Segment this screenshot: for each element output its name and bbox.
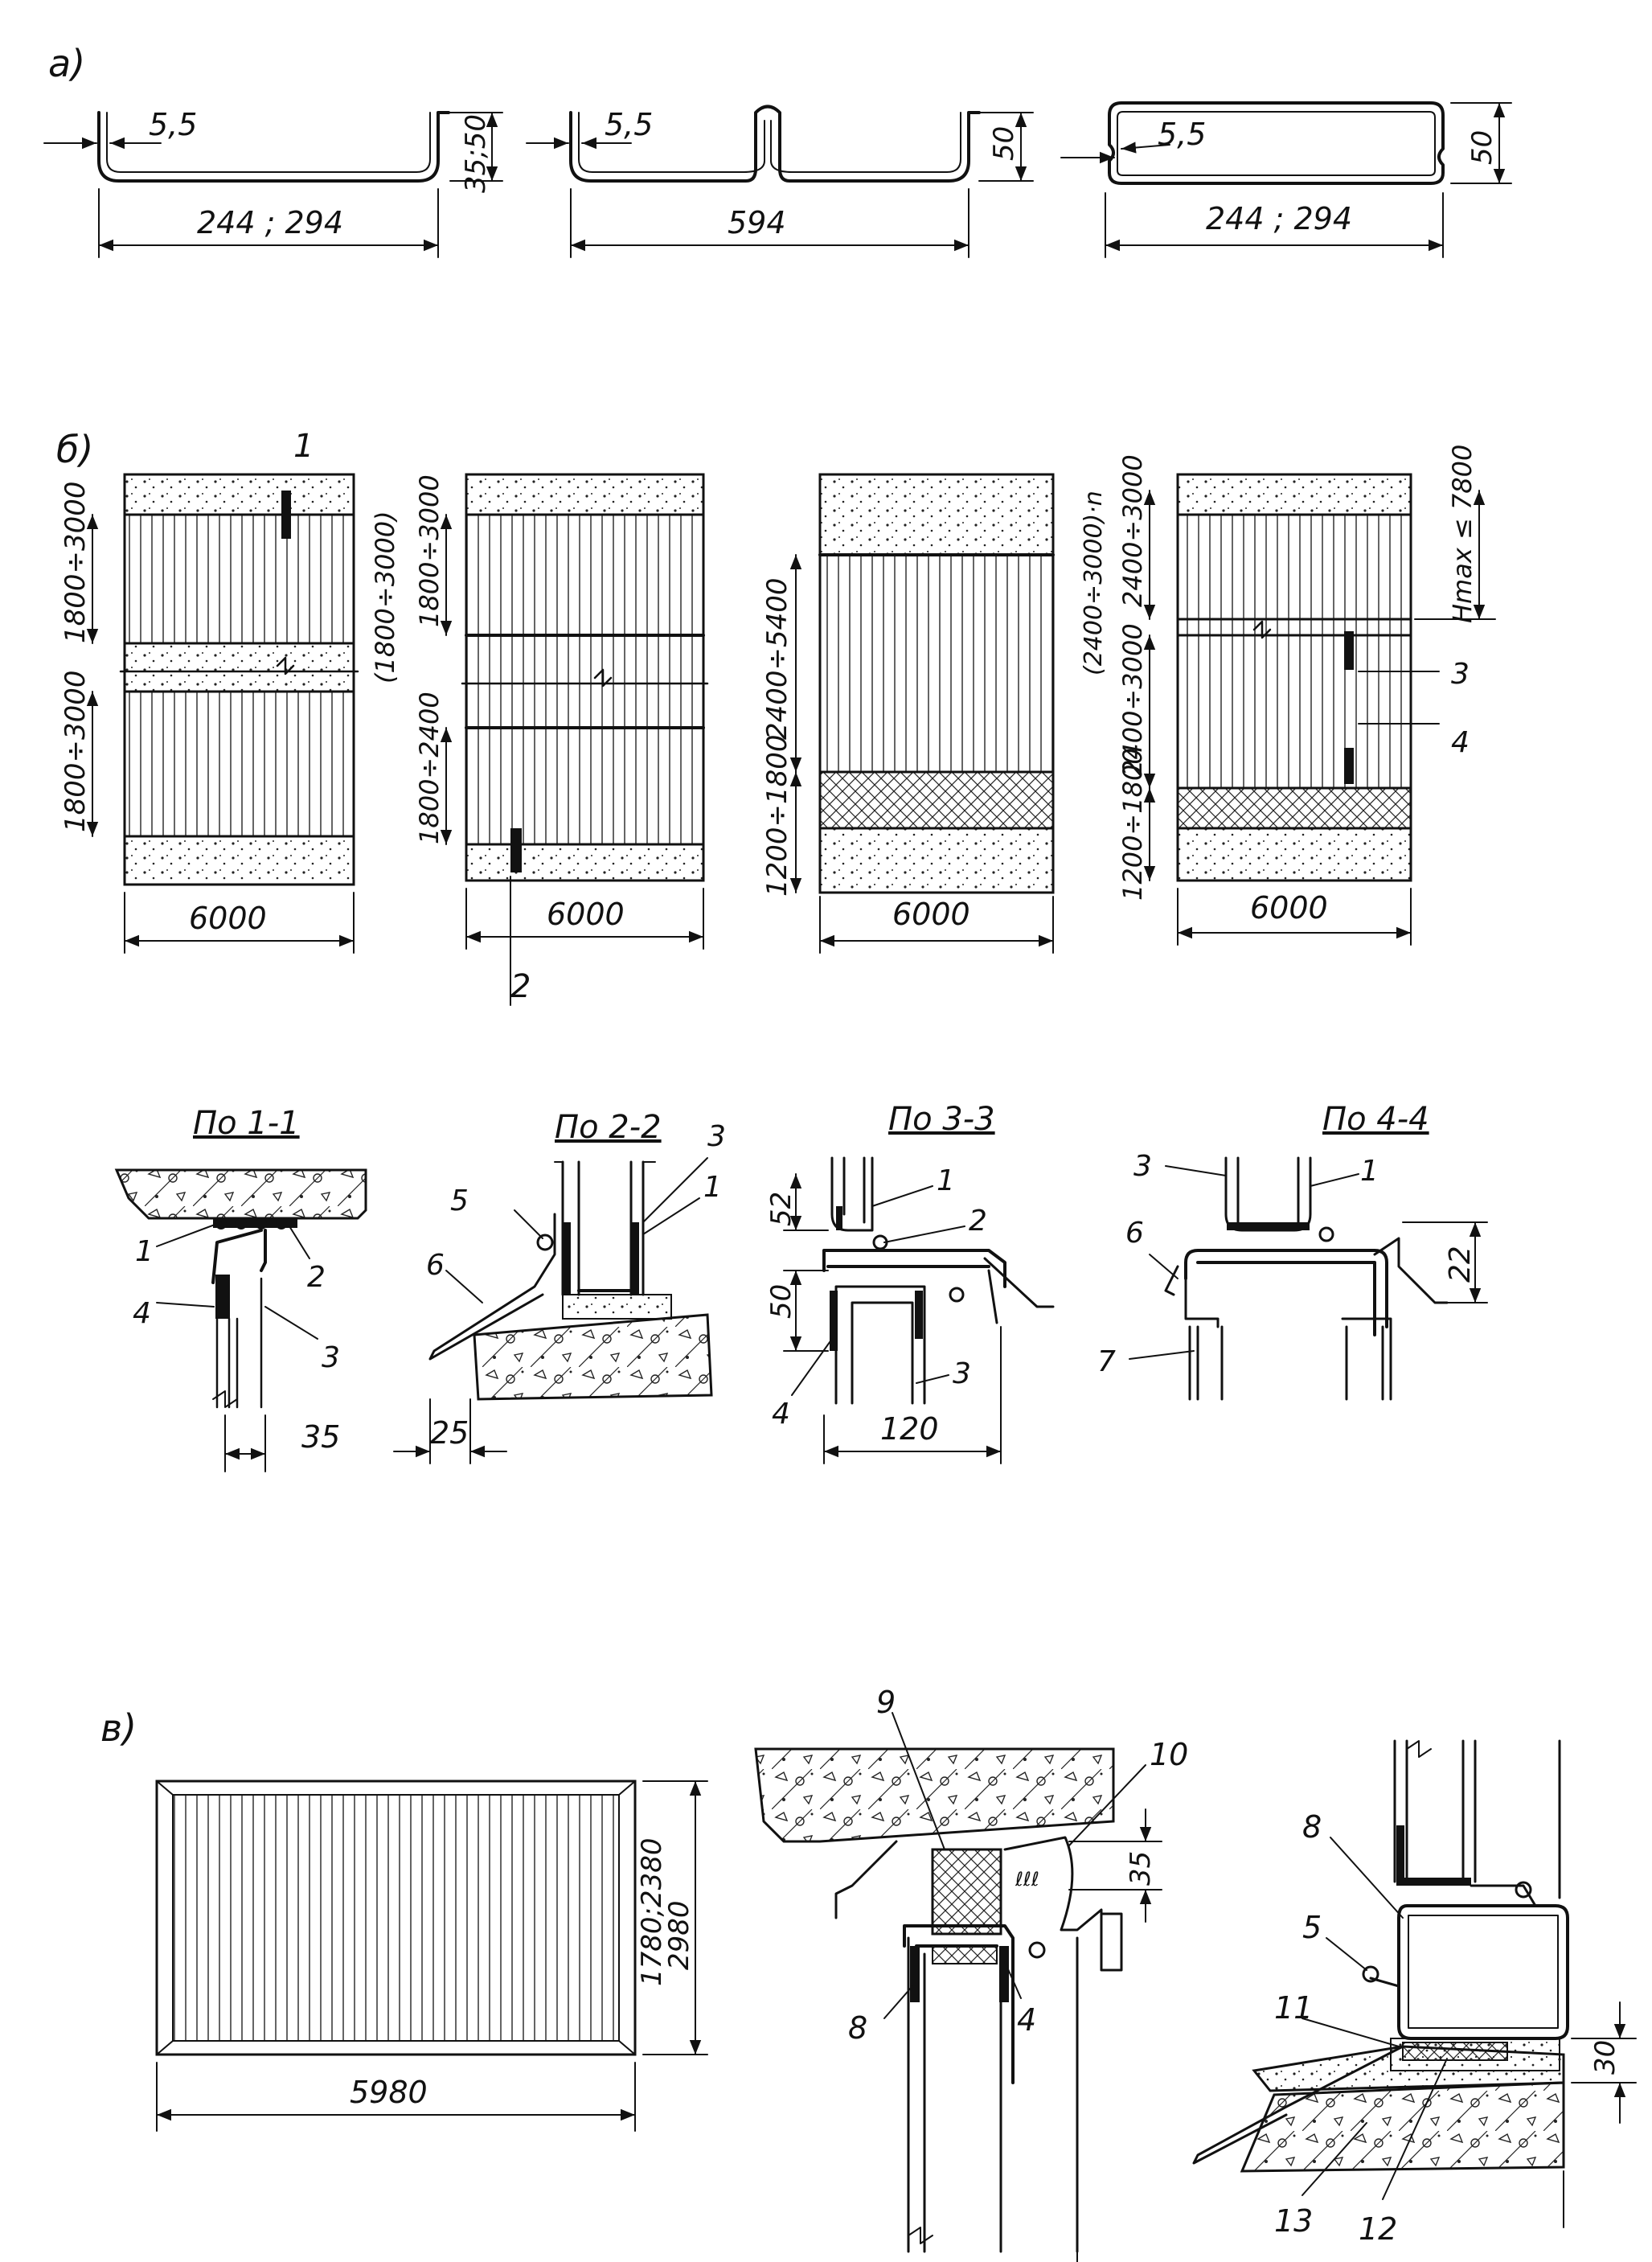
detail-joint-2: 30 8 5 11 13 12: [1192, 1739, 1637, 2247]
detail-joint-1: ℓℓℓ 35 9 10 8 4: [754, 1685, 1188, 2262]
section-1-1-title: По 1-1: [193, 1105, 300, 1142]
detail-1-label-4: 4: [1017, 2002, 1036, 2038]
detail-2-label-5: 5: [1302, 1910, 1322, 1945]
section-2-2-title: По 2-2: [555, 1109, 662, 1146]
profile-3-thickness: 5,5: [1158, 117, 1206, 152]
section-3-3-label-1: 1: [937, 1164, 955, 1197]
panel-3-top-dim: 2400÷5400: [761, 577, 793, 740]
panel-4-marker-3: 3: [1451, 658, 1470, 691]
panel-1-bottom-dim: 1800÷3000: [59, 670, 92, 832]
detail-1-label-10: 10: [1150, 1737, 1188, 1772]
section-1-1-label-2: 2: [307, 1261, 326, 1294]
detail-2-label-12: 12: [1359, 2211, 1397, 2247]
panel-2-mid-dim: (1800÷3000): [370, 511, 400, 684]
bottom-panel-height-2: 2980: [663, 1900, 695, 1970]
section-4-4-label-3: 3: [1133, 1150, 1152, 1183]
profile-1-height: 35;50: [460, 114, 492, 193]
section-3-3-dim-52: 52: [765, 1192, 797, 1226]
detail-2-label-13: 13: [1274, 2203, 1313, 2239]
section-1-1-label-3: 3: [322, 1341, 340, 1374]
detail-2-label-11: 11: [1274, 1990, 1313, 2026]
section-1-1: По 1-1 35 1 2 3 4: [114, 1105, 367, 1472]
panel-4-width: 6000: [1250, 890, 1328, 926]
section-2-2: По 2-2 25 3 1 5 6: [393, 1109, 726, 1464]
profile-1-width: 244 ; 294: [197, 205, 343, 240]
section-label-v: в): [100, 1706, 137, 1750]
profile-3-width: 244 ; 294: [1206, 201, 1352, 236]
section-4-4-dim: 22: [1444, 1246, 1477, 1283]
profile-closed-box: 5,5 244 ; 294 50: [1060, 101, 1512, 258]
panel-4-mid-dim: (2400÷3000)·n: [1080, 491, 1108, 675]
profile-2-width: 594: [728, 205, 786, 240]
profile-double-channel: 5,5 594 50: [526, 105, 1034, 258]
panel-2-width: 6000: [547, 897, 625, 932]
wall-panel-3: 2400÷5400 1200÷1800 6000: [761, 473, 1055, 954]
panel-4-bottom-dim: 2400÷3000: [1117, 623, 1148, 776]
panel-4-base-dim: 1200÷1800: [1117, 748, 1148, 901]
panel-2-top-dim: 1800÷3000: [414, 474, 445, 627]
wall-panel-4: 3 4 2400÷3000 (2400÷3000)·n 2400÷3000 12…: [1080, 445, 1496, 946]
profile-1-thickness: 5,5: [149, 107, 197, 142]
section-3-3-title: По 3-3: [888, 1101, 995, 1138]
panel-4-marker-4: 4: [1451, 726, 1470, 759]
bottom-panel-width: 5980: [350, 2075, 428, 2110]
section-4-4-label-7: 7: [1097, 1345, 1116, 1378]
detail-1-dim: 35: [1125, 1851, 1157, 1886]
section-3-3: По 3-3 52 50 120 1 2 3 4: [765, 1101, 1055, 1464]
panel-2-marker: 2: [510, 968, 531, 1005]
panel-4-top-dim: 2400÷3000: [1117, 454, 1148, 607]
panel-3-bottom-dim: 1200÷1800: [761, 734, 793, 897]
section-3-3-label-4: 4: [772, 1398, 790, 1431]
section-1-1-label-4: 4: [133, 1297, 151, 1330]
section-2-2-label-5: 5: [450, 1184, 469, 1217]
bottom-panel-height: 1780;2380: [636, 1837, 668, 1986]
section-label-b: б): [56, 428, 93, 471]
section-4-4-label-1: 1: [1360, 1155, 1379, 1188]
section-2-2-label-3: 3: [707, 1120, 726, 1153]
section-4-4: По 4-4 22 3 1 6 7: [1097, 1101, 1488, 1401]
section-2-2-dim: 25: [430, 1415, 469, 1451]
section-3-3-dim-120: 120: [880, 1411, 939, 1447]
section-2-2-label-6: 6: [426, 1249, 445, 1282]
profile-channel: 5,5 244 ; 294 35;50: [43, 107, 503, 258]
section-1-1-label-1: 1: [135, 1235, 154, 1268]
wall-panel-1: 1 1800÷3000 1800÷3000 6000: [59, 428, 359, 954]
detail-2-label-8: 8: [1302, 1809, 1322, 1845]
section-2-2-label-1: 1: [703, 1171, 722, 1204]
detail-1-label-8: 8: [848, 2010, 867, 2046]
panel-3-width: 6000: [892, 897, 970, 932]
section-3-3-dim-50: 50: [765, 1284, 797, 1319]
panel-1-width: 6000: [189, 901, 267, 936]
panel-1-top-dim: 1800÷3000: [59, 481, 92, 643]
panel-4-hmax: Hmax ≤ 7800: [1447, 445, 1478, 623]
profile-2-height: 50: [988, 126, 1020, 161]
panel-1-marker: 1: [293, 428, 314, 465]
section-1-1-dim: 35: [301, 1419, 340, 1455]
profile-2-thickness: 5,5: [605, 107, 653, 142]
panel-2-bottom-dim: 1800÷2400: [414, 692, 445, 844]
section-3-3-label-3: 3: [953, 1357, 971, 1390]
wall-panel-2: 2 1800÷3000 (1800÷3000) 1800÷2400 6000: [370, 473, 709, 1006]
detail-1-sealant-mark: ℓℓℓ: [1015, 1868, 1039, 1890]
panel-elevation: 5980 1780;2380 2980: [155, 1780, 708, 2132]
detail-2-dim: 30: [1589, 2040, 1621, 2075]
section-label-a: а): [48, 42, 85, 85]
section-4-4-title: По 4-4: [1322, 1101, 1429, 1138]
profile-3-height: 50: [1466, 130, 1498, 165]
section-3-3-label-2: 2: [969, 1205, 987, 1238]
section-4-4-label-6: 6: [1125, 1217, 1144, 1250]
detail-1-label-9: 9: [876, 1685, 896, 1720]
